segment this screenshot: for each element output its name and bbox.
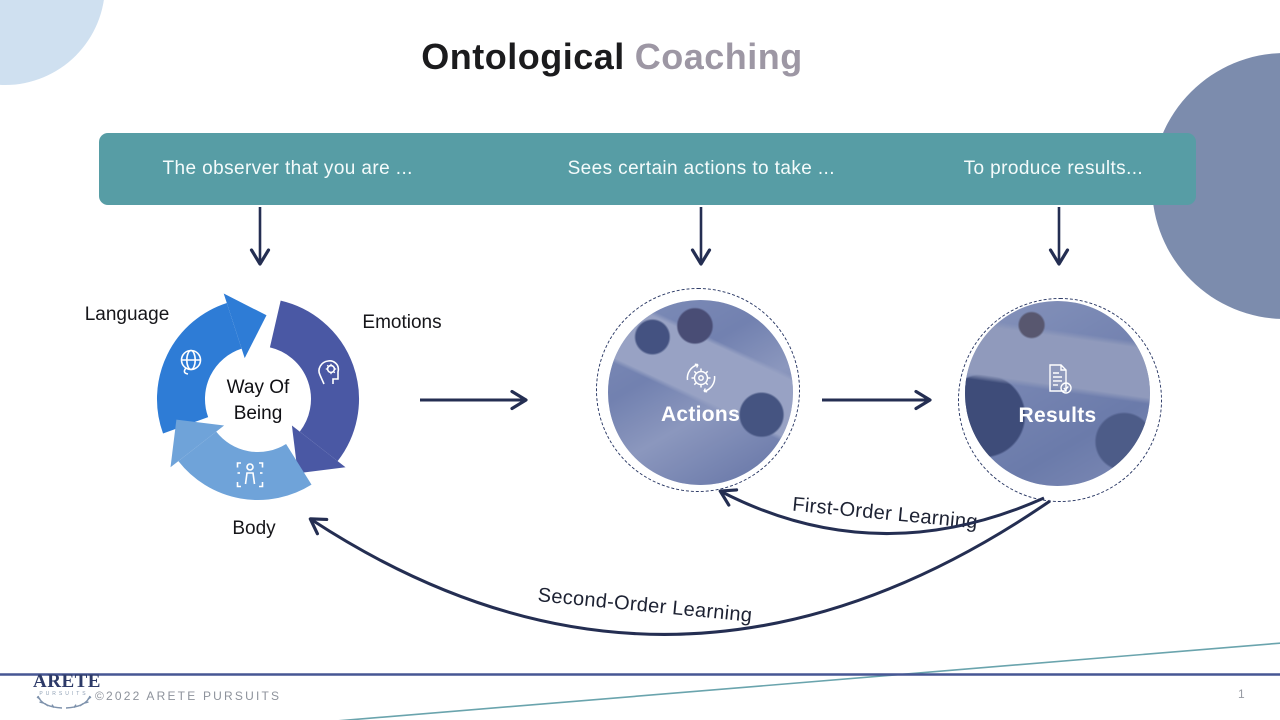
- globe-speech-icon: [180, 349, 202, 375]
- results-node: Results: [965, 301, 1150, 486]
- decor-circle-top-left: [0, 0, 105, 85]
- report-checklist-icon: [1048, 364, 1072, 394]
- copyright-text: ©2022 ARETE PURSUITS: [95, 689, 282, 703]
- way-of-being-cycle: [157, 293, 359, 500]
- language-arc: [157, 293, 267, 434]
- emotions-label: Emotions: [362, 312, 442, 333]
- observer-banner: The observer that you are ... Sees certa…: [99, 133, 1196, 205]
- language-label: Language: [84, 304, 170, 325]
- banner-text-actions: Sees certain actions to take ...: [567, 158, 835, 179]
- title-part-2: Coaching: [634, 36, 803, 77]
- actions-label: Actions: [660, 403, 741, 426]
- footer-diagonal-teal-line: [338, 642, 1280, 720]
- page-number: 1: [1238, 687, 1245, 701]
- actions-node: Actions: [608, 300, 793, 485]
- results-photo-overlay: [965, 301, 1150, 486]
- body-arc: [170, 419, 312, 500]
- second-order-learning-label: Second-Order Learning: [536, 584, 754, 627]
- banner-text-results: To produce results...: [963, 158, 1144, 179]
- banner-text-observer: The observer that you are ...: [162, 158, 413, 179]
- arete-logo-subtext: PURSUITS: [39, 691, 89, 697]
- results-dashed-ring: [958, 298, 1162, 502]
- results-label: Results: [1018, 404, 1097, 427]
- actions-photo-overlay: [608, 300, 793, 485]
- way-of-being-label: Way Of Being: [226, 377, 290, 424]
- gear-cycle-icon: [686, 363, 715, 393]
- body-label: Body: [232, 518, 276, 539]
- laurel-wreath-icon: [36, 695, 92, 709]
- actions-dashed-ring: [596, 288, 800, 492]
- arete-logo-text: ARETE: [33, 671, 101, 692]
- body-frame-icon: [236, 462, 264, 488]
- head-gears-icon: [318, 360, 340, 385]
- arete-logo: ARETE PURSUITS: [33, 671, 101, 716]
- first-order-learning-label: First-Order Learning: [791, 493, 979, 534]
- title-part-1: Ontological: [421, 36, 625, 77]
